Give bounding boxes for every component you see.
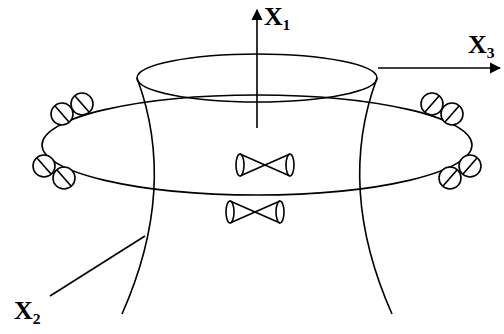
cone-pair-symbol (226, 201, 284, 223)
axis-label: X₂ (14, 298, 41, 324)
axis-arrow (378, 67, 500, 69)
cone-pair-symbol (236, 154, 294, 176)
body-side (360, 78, 392, 314)
axis-arrow (256, 10, 258, 128)
leader-line (50, 236, 145, 296)
axis-label: X₃ (468, 32, 495, 58)
axis-label: X₁ (264, 4, 291, 30)
body-side (122, 78, 154, 314)
